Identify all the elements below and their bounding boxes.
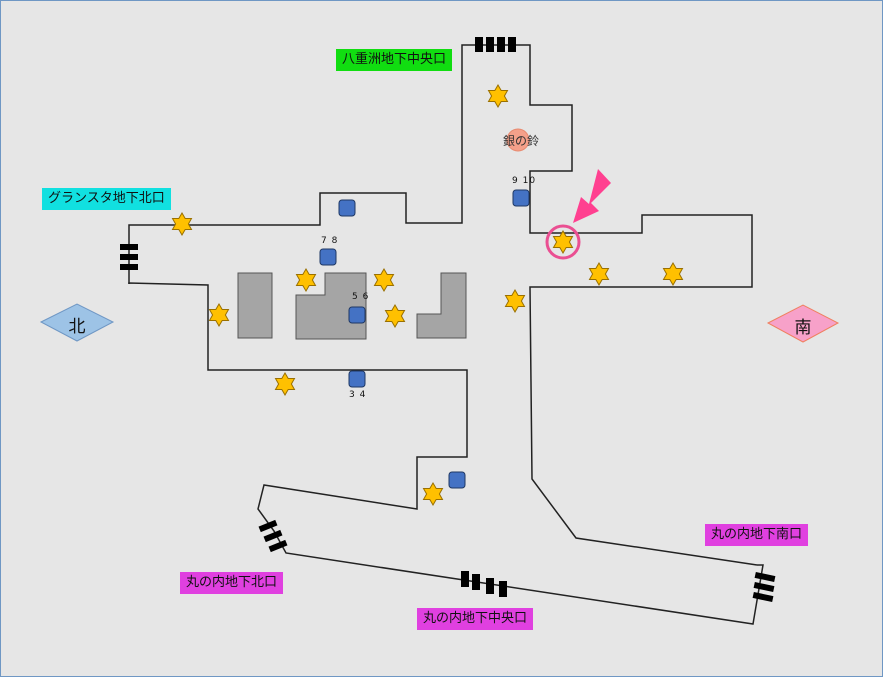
- south-direction-label: 南: [794, 318, 812, 338]
- star-marker-icon[interactable]: [487, 84, 509, 108]
- north-direction-label: 北: [68, 317, 86, 337]
- stairs-5-6-icon[interactable]: [348, 306, 366, 324]
- stairs-icon[interactable]: [338, 199, 356, 217]
- ticket-gate-marunouchi-south: [752, 571, 776, 603]
- stairs-5-6-label: 5 6: [352, 292, 370, 302]
- star-marker-icon[interactable]: [588, 262, 610, 286]
- silver-bell-landmark-icon: [506, 128, 530, 152]
- exit-label-marunouchi-south: 丸の内地下南口: [705, 524, 809, 546]
- star-marker-icon[interactable]: [274, 372, 296, 396]
- stairs-9-10-label: 9 10: [512, 176, 537, 186]
- stairs-3-4-label: 3 4: [349, 390, 367, 400]
- highlight-circle: [545, 224, 581, 260]
- ticket-gate-gransta-north: [120, 244, 138, 270]
- star-marker-icon[interactable]: [504, 289, 526, 313]
- ticket-gate-marunouchi-north: [258, 519, 288, 553]
- stairs-9-10-icon[interactable]: [512, 189, 530, 207]
- silver-bell-label: 銀の鈴: [503, 134, 540, 148]
- star-marker-icon[interactable]: [208, 303, 230, 327]
- star-marker-icon[interactable]: [295, 268, 317, 292]
- ticket-gate-yaesu-central: [475, 37, 516, 52]
- south-direction-diamond: [766, 304, 840, 343]
- building-1: [237, 272, 273, 339]
- north-direction-diamond: [39, 303, 115, 342]
- star-marker-icon[interactable]: [384, 304, 406, 328]
- stairs-icon[interactable]: [448, 471, 466, 489]
- stairs-7-8-label: 7 8: [321, 236, 339, 246]
- pointer-arrow-icon: [573, 169, 611, 223]
- exit-label-marunouchi-central: 丸の内地下中央口: [417, 608, 534, 630]
- corridor-outline-south: [128, 282, 764, 625]
- star-marker-icon[interactable]: [552, 230, 574, 254]
- star-marker-icon[interactable]: [662, 262, 684, 286]
- ticket-gate-marunouchi-central: [461, 571, 507, 597]
- star-marker-icon[interactable]: [373, 268, 395, 292]
- star-marker-icon[interactable]: [422, 482, 444, 506]
- exit-label-yaesu-central: 八重洲地下中央口: [336, 49, 453, 71]
- star-marker-icon[interactable]: [171, 212, 193, 236]
- building-2: [295, 272, 367, 340]
- exit-label-marunouchi-north: 丸の内地下北口: [180, 572, 284, 594]
- building-3: [416, 272, 467, 339]
- corridor-outline-north: [128, 44, 758, 566]
- stairs-7-8-icon[interactable]: [319, 248, 337, 266]
- exit-label-gransta-north: グランスタ地下北口: [42, 188, 171, 210]
- stairs-3-4-icon[interactable]: [348, 370, 366, 388]
